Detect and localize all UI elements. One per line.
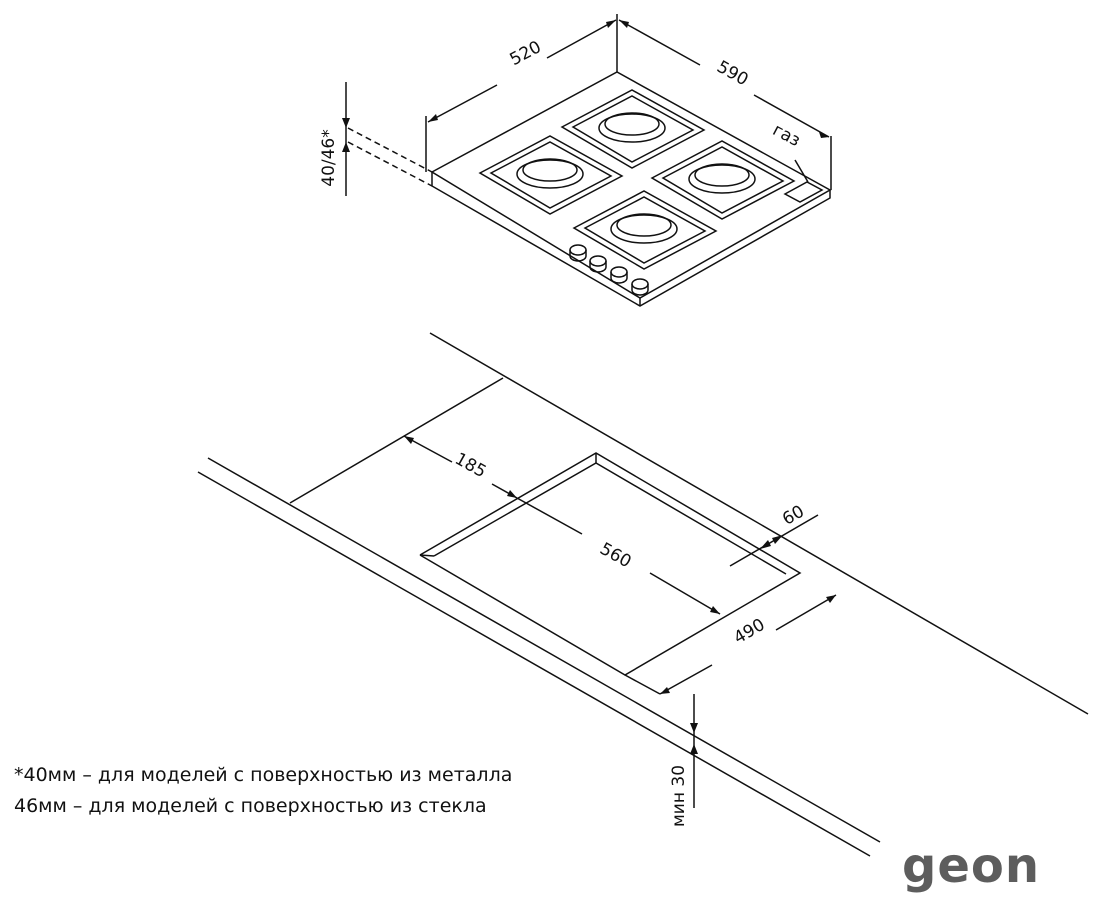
countertop-left-edge <box>289 377 504 504</box>
hob-side <box>431 172 831 307</box>
burner-left <box>478 135 624 215</box>
gas-label: газ <box>769 120 803 151</box>
burner-front <box>572 190 718 270</box>
cutout <box>419 452 802 676</box>
dim-cutout-depth-label: 490 <box>730 615 768 649</box>
dim-depth-label: 590 <box>713 57 751 90</box>
countertop-arrows <box>404 436 836 754</box>
gas-inlet <box>783 181 824 203</box>
dim-520-line-a <box>427 84 498 123</box>
dim-height-ext-bottom <box>347 141 433 187</box>
hob-arrows <box>342 20 829 152</box>
dim-560-line-a <box>516 497 583 535</box>
hob-drawing <box>345 14 832 307</box>
burner-back <box>560 89 706 169</box>
countertop-drawing <box>197 332 1089 857</box>
note-glass: 46мм – для моделей с поверхностью из сте… <box>14 795 487 817</box>
dim-min-thickness-label: мин 30 <box>669 765 689 827</box>
countertop-back-edge <box>429 332 1089 715</box>
dim-cutout-width-label: 560 <box>596 539 634 572</box>
dim-height-ext-top <box>347 127 433 173</box>
dim-520-line-b <box>546 19 617 59</box>
countertop-front-edge-bottom <box>197 471 871 857</box>
dim-560-line-b <box>649 572 721 615</box>
dim-590-line-a <box>618 19 701 66</box>
dim-490-line-a <box>659 664 713 695</box>
burner-right <box>650 140 796 220</box>
countertop-front-edge-top <box>207 457 881 843</box>
gas-leader-line <box>794 159 809 183</box>
dim-590-line-b <box>753 94 830 138</box>
dim-cutout-offset-label: 185 <box>451 449 489 482</box>
dim-height-label: 40/46* <box>319 129 339 187</box>
dim-490-ext <box>624 674 661 695</box>
dim-edge-distance-label: 60 <box>779 502 808 530</box>
dim-width-label: 520 <box>507 37 545 70</box>
note-metal: *40мм – для моделей с поверхностью из ме… <box>14 764 513 786</box>
dim-490-line-b <box>775 594 837 631</box>
brand-logo: geon <box>902 838 1041 894</box>
hob-top-surface <box>430 71 832 299</box>
control-knobs <box>569 244 649 296</box>
